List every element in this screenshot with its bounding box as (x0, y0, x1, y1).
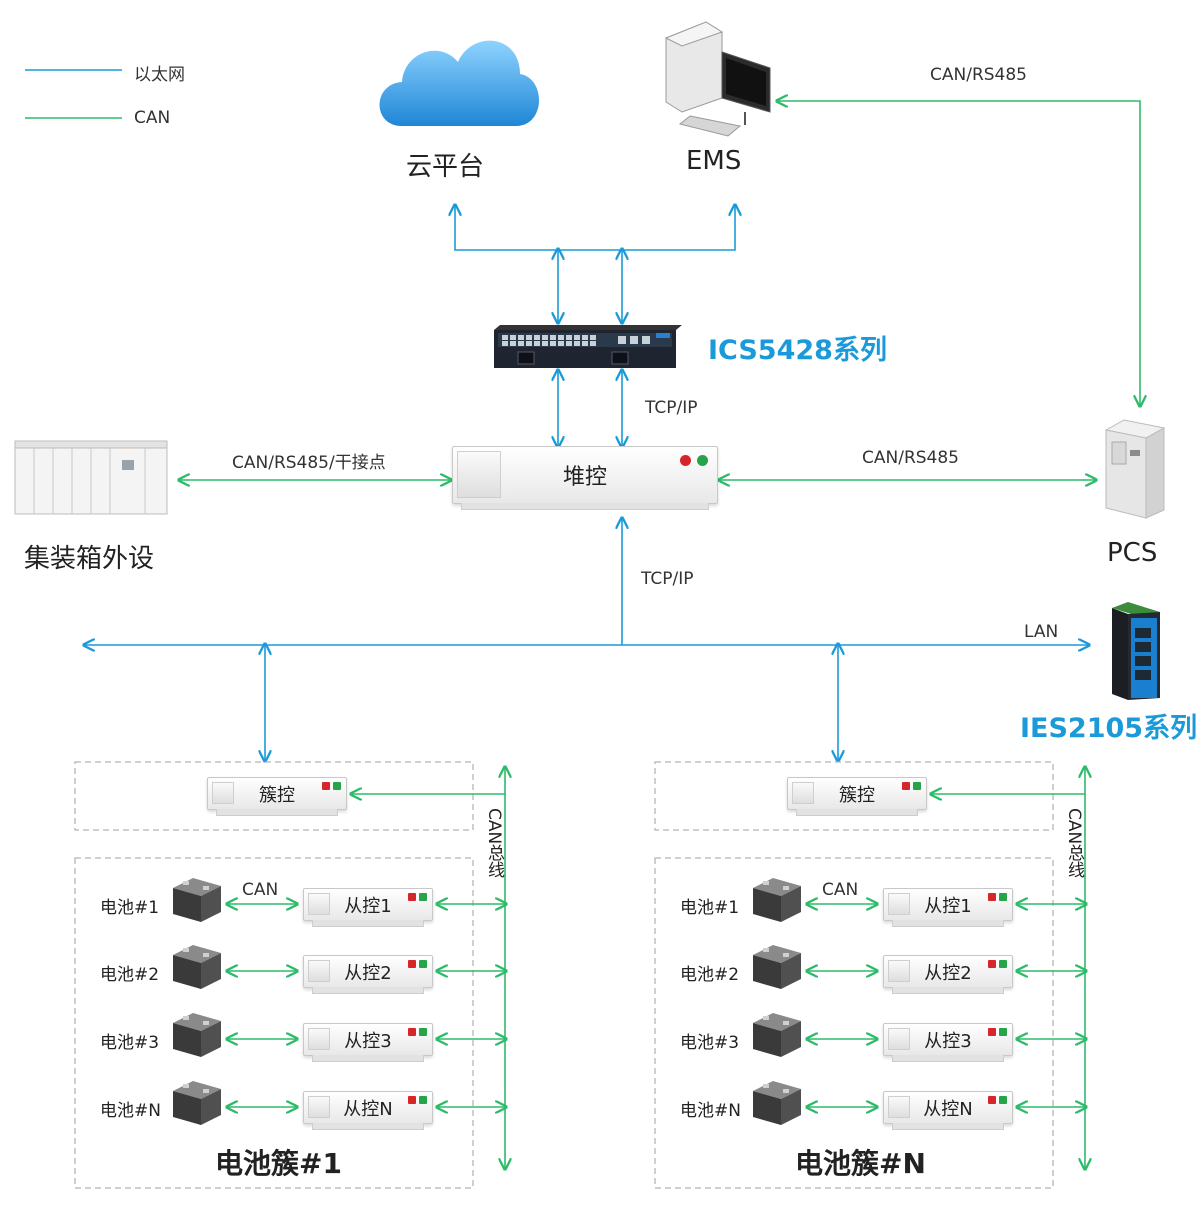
stack-down-link-label: TCP/IP (641, 569, 694, 589)
slave-controller: 从控2 (883, 955, 1013, 994)
stack-left-link-label: CAN/RS485/干接点 (232, 453, 386, 473)
battery-icon (173, 1081, 221, 1125)
row-links (228, 904, 1085, 1107)
cluster-title: 电池簇#N (795, 1147, 926, 1180)
battery-label: 电池#2 (680, 965, 740, 985)
slave-controller-label: 从控3 (924, 1030, 972, 1052)
slave-controller: 从控N (303, 1091, 433, 1130)
slave-controller: 从控2 (303, 955, 433, 994)
battery-label: 电池#3 (680, 1033, 740, 1053)
slave-controller: 从控3 (883, 1023, 1013, 1062)
battery-label: 电池#3 (100, 1033, 160, 1053)
status-led-green (419, 1096, 427, 1104)
pcs-cabinet-icon (1104, 419, 1166, 519)
container-icon (14, 440, 168, 515)
status-led-green (999, 960, 1007, 968)
slave-controller-label: 从控1 (924, 895, 972, 917)
status-led-red (408, 960, 416, 968)
cluster-title: 电池簇#1 (215, 1147, 342, 1180)
ies2105-switch-icon (1112, 602, 1160, 700)
status-led-green (333, 782, 341, 790)
batteries (173, 878, 801, 1125)
battery-icon (173, 878, 221, 922)
cluster-controller-label: 簇控 (839, 784, 875, 806)
status-led-red (322, 782, 330, 790)
status-led-green (999, 1028, 1007, 1036)
status-led-green (419, 960, 427, 968)
battery-label: 电池#N (100, 1101, 161, 1121)
battery-icon (753, 878, 801, 922)
cloud-label: 云平台 (406, 152, 485, 182)
ems-computer-icon (664, 21, 771, 137)
status-led-red (408, 1028, 416, 1036)
slave-controller: 从控3 (303, 1023, 433, 1062)
cluster-controller-label: 簇控 (259, 784, 295, 806)
stack-right-link-label: CAN/RS485 (862, 448, 959, 468)
ics5428-switch-icon (494, 325, 682, 368)
battery-label: 电池#1 (680, 898, 740, 918)
status-led-green (697, 455, 708, 466)
status-led-green (419, 893, 427, 901)
status-led-green (419, 1028, 427, 1036)
slave-controller-label: 从控1 (344, 895, 392, 917)
status-led-green (999, 1096, 1007, 1104)
can-link-label: CAN (822, 880, 859, 900)
stack-can-links (180, 101, 1140, 480)
cluster-controller: 簇控 (207, 777, 347, 816)
ics5428-title: ICS5428系列 (708, 335, 887, 366)
stack-controller: 堆控 (452, 446, 718, 510)
lan-label: LAN (1024, 622, 1059, 642)
can-bus-label: CAN总线 (1064, 808, 1084, 879)
status-led-green (913, 782, 921, 790)
can-link-label: CAN (242, 880, 279, 900)
pcs-label: PCS (1107, 538, 1158, 568)
battery-icon (753, 1013, 801, 1057)
battery-icon (753, 945, 801, 989)
status-led-red (408, 1096, 416, 1104)
cluster-frames (74, 761, 1054, 1189)
slave-controller-label: 从控2 (344, 962, 392, 984)
ems-label: EMS (686, 146, 742, 176)
slave-controller-label: 从控2 (924, 962, 972, 984)
stack-controller-label: 堆控 (562, 465, 607, 490)
slave-controller-label: 从控N (923, 1098, 973, 1120)
legend-can-label: CAN (134, 108, 171, 128)
cloud-icon (379, 40, 540, 126)
slave-controller-label: 从控3 (344, 1030, 392, 1052)
status-led-red (408, 893, 416, 901)
ems-link-label: CAN/RS485 (930, 65, 1027, 85)
status-led-red (988, 893, 996, 901)
slave-controller: 从控1 (303, 888, 433, 927)
container-label: 集装箱外设 (24, 544, 155, 574)
slave-controller: 从控1 (883, 888, 1013, 927)
slave-controller-label: 从控N (343, 1098, 393, 1120)
battery-label: 电池#N (680, 1101, 741, 1121)
slave-controller: 从控N (883, 1091, 1013, 1130)
status-led-green (999, 893, 1007, 901)
status-led-red (988, 1028, 996, 1036)
battery-label: 电池#1 (100, 898, 160, 918)
legend-ethernet-label: 以太网 (134, 65, 185, 85)
switch-link-label: TCP/IP (645, 398, 698, 418)
status-led-red (988, 960, 996, 968)
status-led-red (902, 782, 910, 790)
battery-label: 电池#2 (100, 965, 160, 985)
cluster-controller: 簇控 (787, 777, 927, 816)
can-bus-label: CAN总线 (484, 808, 504, 879)
ies2105-title: IES2105系列 (1020, 713, 1198, 744)
top-ethernet-links (85, 206, 1088, 760)
battery-icon (753, 1081, 801, 1125)
battery-icon (173, 1013, 221, 1057)
battery-icon (173, 945, 221, 989)
status-led-red (988, 1096, 996, 1104)
status-led-red (680, 455, 691, 466)
